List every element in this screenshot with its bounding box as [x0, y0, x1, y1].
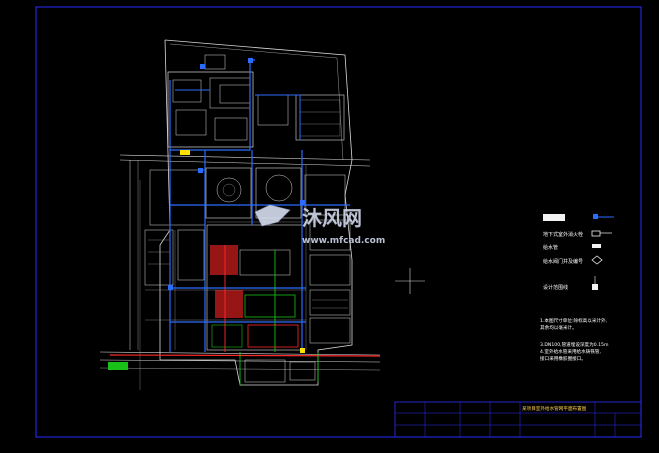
legend-swatch-box	[543, 214, 565, 221]
note-line-2: 其余均以毫米计。	[540, 324, 577, 331]
legend: 地下式室外消火栓 给水管 给水阀门井及编号 设计范围线	[543, 214, 614, 291]
valve-arrow-icon	[591, 255, 603, 265]
watermark: 沐风网 www.mfcad.com	[254, 204, 385, 246]
supply-pipe-main	[169, 59, 255, 151]
watermark-url: www.mfcad.com	[302, 236, 385, 246]
title-block: 某项目室外给水管网平面布置图	[394, 401, 642, 438]
watermark-brand: 沐风网	[302, 206, 362, 230]
note-line-5: 接口采用橡胶圈接口。	[540, 355, 586, 362]
note-line-1: 1.本图尺寸单位:除标高以米计外,	[540, 317, 608, 324]
drawing-title: 某项目室外给水管网平面布置图	[522, 405, 587, 412]
note-line-3: 3.DN100,管道埋设深度为0.15m	[540, 341, 609, 348]
note-line-4: 4.室外给水管采用给水铸铁管,	[540, 348, 602, 355]
legend-label-boundary: 设计范围线	[543, 284, 568, 291]
legend-label-hydrant: 地下式室外消火栓	[543, 231, 583, 238]
site-boundary	[159, 39, 353, 386]
legend-label-pipe: 给水管	[543, 244, 558, 251]
watermark-logo-icon	[254, 204, 291, 227]
pipe-network	[109, 58, 381, 385]
boundary-symbol-icon	[592, 284, 598, 290]
drawing-frame	[35, 6, 642, 438]
legend-label-valve: 给水阀门井及编号	[543, 258, 583, 265]
design-notes: 1.本图尺寸单位:除标高以米计外, 其余均以毫米计。 3.DN100,管道埋设深…	[540, 317, 609, 362]
